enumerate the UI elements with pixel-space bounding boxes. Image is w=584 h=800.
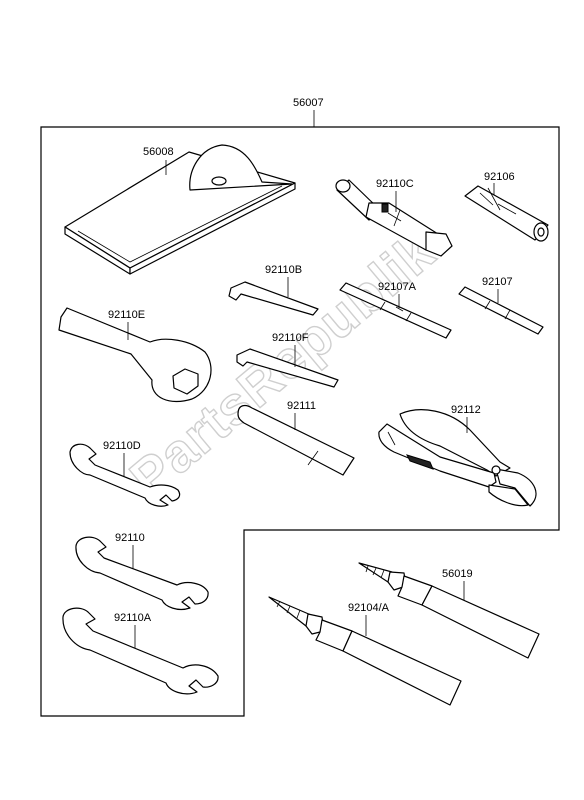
open-wrench-part[interactable]: [75, 536, 209, 611]
hex-key-b-part[interactable]: [228, 281, 319, 316]
label-92110A: 92110A: [114, 612, 152, 624]
label-92106: 92106: [484, 171, 515, 183]
grease-tube-part[interactable]: [358, 562, 540, 659]
screwdriver-bit-part[interactable]: [458, 286, 544, 335]
pliers-part[interactable]: [378, 409, 537, 507]
label-92104A: 92104/A: [348, 602, 390, 614]
label-92112: 92112: [451, 404, 481, 416]
adhesive-tube-part[interactable]: [268, 596, 462, 706]
label-92111: 92111: [287, 400, 316, 412]
assembly-frame: [40, 126, 560, 717]
tool-bag-part[interactable]: [64, 144, 296, 275]
label-92107A: 92107A: [378, 281, 417, 293]
extension-handle-part[interactable]: [237, 404, 355, 476]
assembly-label: 56007: [293, 97, 324, 109]
label-92110F: 92110F: [272, 332, 309, 344]
open-wrench-a-part[interactable]: [62, 607, 219, 695]
label-92110C: 92110C: [376, 178, 414, 190]
label-92110E: 92110E: [108, 309, 145, 321]
label-56008: 56008: [143, 146, 174, 158]
open-wrench-d-part[interactable]: [69, 443, 181, 507]
label-92110B: 92110B: [265, 264, 302, 276]
screwdriver-bit-a-part[interactable]: [339, 282, 452, 339]
screwdriver-handle-part[interactable]: [464, 185, 549, 242]
label-92110: 92110: [115, 532, 145, 544]
label-92110D: 92110D: [103, 440, 141, 452]
hex-key-f-part[interactable]: [236, 348, 339, 388]
ring-spanner-part[interactable]: [58, 307, 212, 403]
label-92107: 92107: [482, 276, 513, 288]
label-56019: 56019: [442, 568, 473, 580]
box-spanner-part[interactable]: [335, 179, 453, 257]
